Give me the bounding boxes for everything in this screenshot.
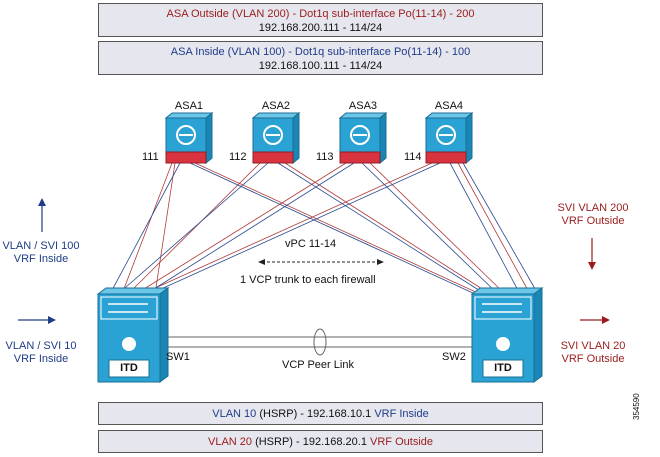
left-bottom-line1: VLAN / SVI 10	[5, 340, 77, 352]
firewall-asa2	[251, 111, 301, 165]
right-bottom-line1: SVI VLAN 20	[560, 340, 626, 352]
outside-vlan-name: ASA Outside (VLAN 200)	[166, 8, 290, 20]
inside-vlan-name: ASA Inside (VLAN 100)	[170, 46, 286, 58]
inside-links	[109, 162, 539, 295]
sw2-itd-badge: ITD	[494, 362, 512, 374]
vlan10-vrf: VRF Inside	[374, 408, 429, 420]
asa1-label: ASA1	[174, 100, 204, 112]
vcp-trunk-arrow	[258, 259, 384, 265]
vlan20-box: VLAN 20 (HSRP) - 192.168.20.1 VRF Outsid…	[98, 430, 543, 453]
outside-subinterface: - Dot1q sub-interface Po(11-14) - 200	[289, 8, 475, 20]
vpc-label: vPC 11-14	[285, 238, 337, 250]
right-right-arrow	[580, 316, 610, 324]
sw1-itd-badge: ITD	[120, 362, 138, 374]
right-top-line1: SVI VLAN 200	[557, 202, 629, 214]
asa2-port: 112	[229, 151, 247, 163]
right-bottom-line2: VRF Outside	[561, 353, 625, 365]
inside-vlan-box: ASA Inside (VLAN 100) - Dot1q sub-interf…	[98, 41, 543, 75]
vlan20-name: VLAN 20	[207, 436, 253, 448]
left-top-label: VLAN / SVI 100 VRF Inside	[0, 240, 82, 266]
vlan20-vrf: VRF Outside	[370, 436, 433, 448]
vlan10-box: VLAN 10 (HSRP) - 192.168.10.1 VRF Inside	[98, 402, 543, 425]
vlan10-name: VLAN 10	[212, 408, 257, 420]
sw2-label: SW2	[442, 351, 466, 363]
vlan20-hsrp: (HSRP) - 192.168.20.1	[252, 436, 371, 448]
switch-sw2	[470, 287, 544, 383]
left-up-arrow	[38, 198, 46, 232]
asa3-port: 113	[316, 151, 334, 163]
switch-sw1	[96, 287, 170, 383]
asa4-port: 114	[404, 151, 422, 163]
asa3-label: ASA3	[348, 100, 378, 112]
outside-ip-range: 192.168.200.111 - 114/24	[258, 22, 383, 34]
asa2-label: ASA2	[261, 100, 291, 112]
inside-ip-range: 192.168.100.111 - 114/24	[258, 60, 383, 72]
left-bottom-label: VLAN / SVI 10 VRF Inside	[0, 340, 82, 366]
left-top-line1: VLAN / SVI 100	[2, 240, 80, 252]
sw1-label: SW1	[166, 351, 190, 363]
firewall-asa4	[424, 111, 474, 165]
right-top-line2: VRF Outside	[561, 215, 625, 227]
left-right-arrow	[18, 316, 56, 324]
outside-vlan-box: ASA Outside (VLAN 200) - Dot1q sub-inter…	[98, 3, 543, 37]
inside-vlan-title: ASA Inside (VLAN 100) - Dot1q sub-interf…	[99, 45, 542, 59]
firewall-asa1	[164, 111, 214, 165]
vlan10-hsrp: (HSRP) - 192.168.10.1	[256, 408, 375, 420]
peer-link-label: VCP Peer Link	[282, 359, 354, 371]
right-top-label: SVI VLAN 200 VRF Outside	[552, 202, 634, 228]
left-bottom-line2: VRF Inside	[13, 353, 69, 365]
right-bottom-label: SVI VLAN 20 VRF Outside	[552, 340, 634, 366]
asa1-port: 111	[142, 151, 159, 163]
peer-link	[168, 328, 472, 356]
asa4-label: ASA4	[434, 100, 464, 112]
right-down-arrow	[588, 238, 596, 270]
left-top-line2: VRF Inside	[13, 253, 69, 265]
outside-vlan-title: ASA Outside (VLAN 200) - Dot1q sub-inter…	[99, 7, 542, 21]
inside-subinterface: - Dot1q sub-interface Po(11-14) - 100	[285, 46, 471, 58]
figure-id: 354590	[632, 393, 641, 420]
firewall-asa3	[338, 111, 388, 165]
vcp-trunk-label: 1 VCP trunk to each firewall	[240, 274, 376, 286]
